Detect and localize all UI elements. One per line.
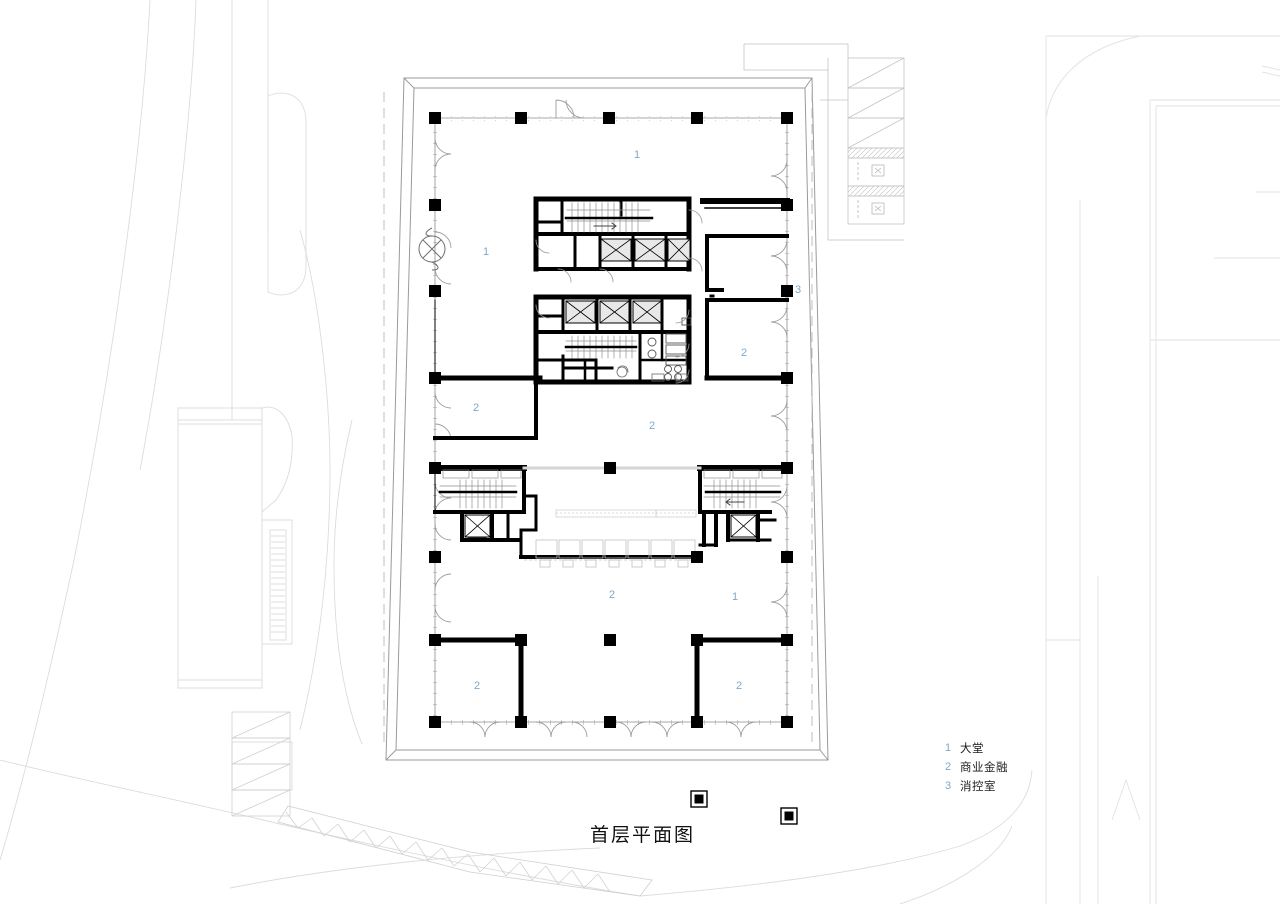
site-ramp-block <box>743 43 905 241</box>
room-number-label: 1 <box>483 246 489 258</box>
column <box>429 112 441 124</box>
reception-furniture <box>524 509 697 568</box>
column <box>781 634 793 646</box>
room-number-label: 2 <box>741 347 747 359</box>
site-stair-band-left <box>231 711 291 817</box>
property-line <box>383 92 813 742</box>
room-number-label: 2 <box>736 680 742 692</box>
column <box>429 372 441 384</box>
legend-item: 2 商业金融 <box>940 757 1060 776</box>
room-number-label: 2 <box>609 589 615 601</box>
column <box>781 199 793 211</box>
column <box>781 716 793 728</box>
column <box>429 285 441 297</box>
column <box>515 112 527 124</box>
column <box>604 462 616 474</box>
legend-number: 3 <box>944 779 952 792</box>
legend-item: 1 大堂 <box>940 738 1060 757</box>
room-number-label: 1 <box>732 591 738 603</box>
legend-label: 商业金融 <box>960 761 1008 774</box>
column <box>429 199 441 211</box>
column <box>691 634 703 646</box>
interior-walls <box>432 196 790 725</box>
column <box>603 112 615 124</box>
building-envelope <box>385 77 829 761</box>
column <box>429 634 441 646</box>
legend-number: 2 <box>944 760 952 773</box>
room-number-label: 3 <box>795 284 801 296</box>
adjacent-building-context <box>1045 35 1280 904</box>
landscape-hatch-band <box>277 805 653 897</box>
room-number-label: 2 <box>473 402 479 414</box>
drawing-title: 首层平面图 <box>590 825 696 846</box>
column <box>691 716 703 728</box>
room-number-label: 2 <box>474 680 480 692</box>
column <box>781 372 793 384</box>
legend: 1 大堂 2 商业金融 3 消控室 <box>940 738 1060 795</box>
canopy-column <box>784 811 794 821</box>
legend-number: 1 <box>944 741 952 754</box>
canopy-columns <box>690 790 798 825</box>
revolving-door-icon <box>418 227 446 271</box>
column <box>429 462 441 474</box>
legend-label: 消控室 <box>960 780 996 793</box>
column <box>515 716 527 728</box>
column <box>515 634 527 646</box>
structural-columns <box>429 112 793 728</box>
legend-item: 3 消控室 <box>940 776 1060 795</box>
room-number-label: 1 <box>634 149 640 161</box>
room-number-labels: 1 1 3 2 2 2 2 1 2 2 <box>473 149 801 692</box>
column <box>604 716 616 728</box>
column <box>781 462 793 474</box>
column <box>691 112 703 124</box>
legend-label: 大堂 <box>960 742 984 755</box>
column <box>429 551 441 563</box>
column <box>781 285 793 297</box>
column <box>604 634 616 646</box>
column <box>429 716 441 728</box>
canopy-column <box>694 794 704 804</box>
column <box>781 551 793 563</box>
column <box>691 551 703 563</box>
room-number-label: 2 <box>649 420 655 432</box>
site-context <box>0 0 1033 904</box>
column <box>781 112 793 124</box>
